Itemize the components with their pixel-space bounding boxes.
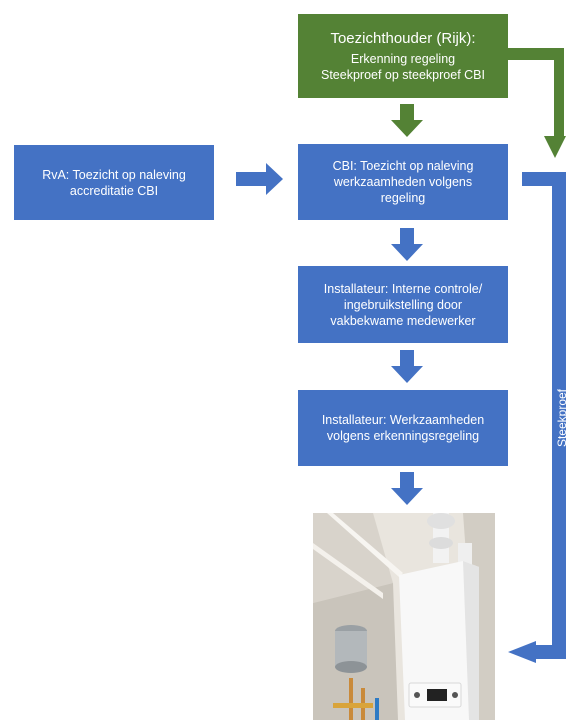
- rva-line1: RvA: Toezicht op naleving: [42, 167, 186, 182]
- installateur-controle-line3: vakbekwame medewerker: [330, 313, 476, 328]
- rva-box: RvA: Toezicht op naleving accreditatie C…: [14, 145, 214, 220]
- steekproef-label: Steekproef: [555, 388, 566, 448]
- installateur-controle-line1: Installateur: Interne controle/: [323, 281, 483, 296]
- green-connector-arrow: [508, 48, 566, 158]
- cbi-box: CBI: Toezicht op naleving werkzaamheden …: [298, 144, 508, 220]
- arrow-down-icon: [391, 472, 423, 505]
- cbi-line2: werkzaamheden volgens: [333, 175, 473, 189]
- installateur-werk-box: Installateur: Werkzaamheden volgens erke…: [298, 390, 508, 466]
- installateur-controle-line2: ingebruikstelling door: [343, 297, 463, 312]
- arrow-down-icon: [391, 228, 423, 261]
- installateur-controle-box: Installateur: Interne controle/ ingebrui…: [298, 266, 508, 343]
- cbi-line1: CBI: Toezicht op naleving: [332, 159, 474, 173]
- installateur-werk-line1: Installateur: Werkzaamheden: [321, 413, 485, 427]
- boiler-photo: [313, 513, 495, 720]
- cbi-line3: regeling: [380, 191, 426, 205]
- rva-line2: accreditatie CBI: [69, 183, 159, 198]
- toezichthouder-title: Toezichthouder (Rijk):: [330, 30, 476, 47]
- toezichthouder-line2: Steekproef op steekproef CBI: [321, 68, 485, 82]
- steekproef-connector-arrow: [508, 172, 566, 663]
- toezichthouder-line1: Erkenning regeling: [350, 52, 456, 66]
- arrow-down-icon: [391, 350, 423, 383]
- installateur-werk-line2: volgens erkenningsregeling: [326, 429, 480, 443]
- arrow-down-icon: [391, 104, 423, 137]
- arrow-right-icon: [236, 163, 283, 195]
- toezichthouder-box: Toezichthouder (Rijk): Erkenning regelin…: [298, 14, 508, 98]
